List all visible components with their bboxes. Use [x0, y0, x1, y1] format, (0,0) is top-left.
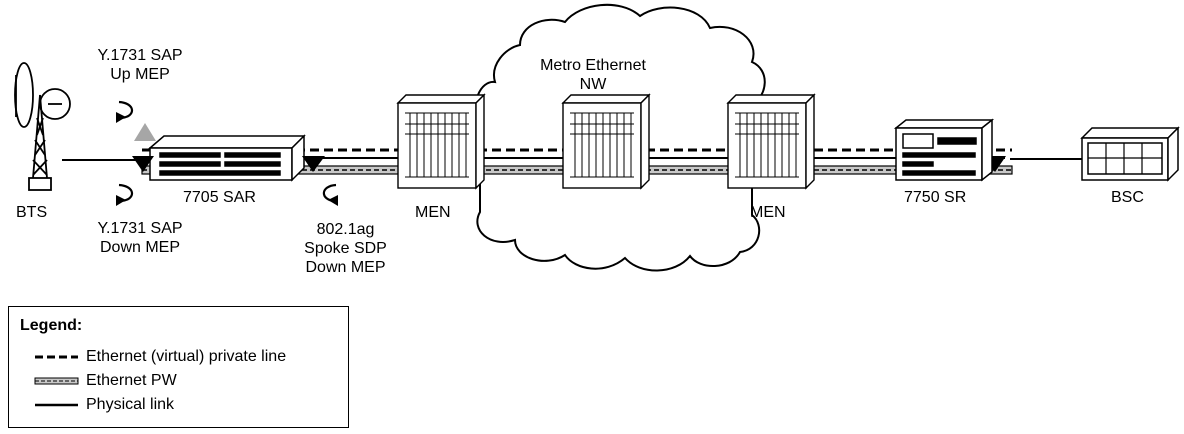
7705-sar-device [147, 134, 306, 182]
label-men-left: MEN [415, 204, 451, 221]
legend-item-pw: Ethernet PW [86, 372, 177, 389]
legend-item-physical: Physical link [86, 396, 175, 413]
7750-sr-device [893, 118, 995, 182]
physical-links [62, 158, 1082, 161]
sap-down-mep-triangle [132, 156, 154, 172]
legend-box: Legend: [8, 306, 349, 428]
label-sap-down-mep: Y.1731 SAP Down MEP [97, 220, 183, 256]
label-7705-sar: 7705 SAR [183, 189, 256, 206]
legend-samples [34, 355, 79, 407]
bts-tower-icon [14, 62, 71, 191]
label-metro-ethernet-nw: Metro Ethernet NW [540, 57, 646, 93]
label-sap-up-mep: Y.1731 SAP Up MEP [97, 47, 183, 83]
men-switch-right [726, 93, 816, 190]
spoke-sdp-down-mep-triangle [302, 156, 325, 172]
label-men-right: MEN [750, 204, 786, 221]
legend-item-evpl: Ethernet (virtual) private line [86, 348, 287, 365]
label-7750-sr: 7750 SR [904, 189, 967, 206]
label-spoke-sdp: 802.1ag Spoke SDP Down MEP [304, 221, 387, 276]
spoke-arrowhead [328, 195, 338, 206]
bsc-device [1080, 126, 1180, 182]
down-arrowhead [116, 195, 126, 206]
men-switch-left [396, 93, 486, 190]
legend-title: Legend: [20, 317, 83, 334]
label-bts: BTS [16, 204, 48, 221]
up-arrowhead [116, 112, 126, 123]
up-mep-triangle [134, 123, 156, 141]
label-bsc: BSC [1111, 189, 1144, 206]
men-switch-center [561, 93, 651, 190]
